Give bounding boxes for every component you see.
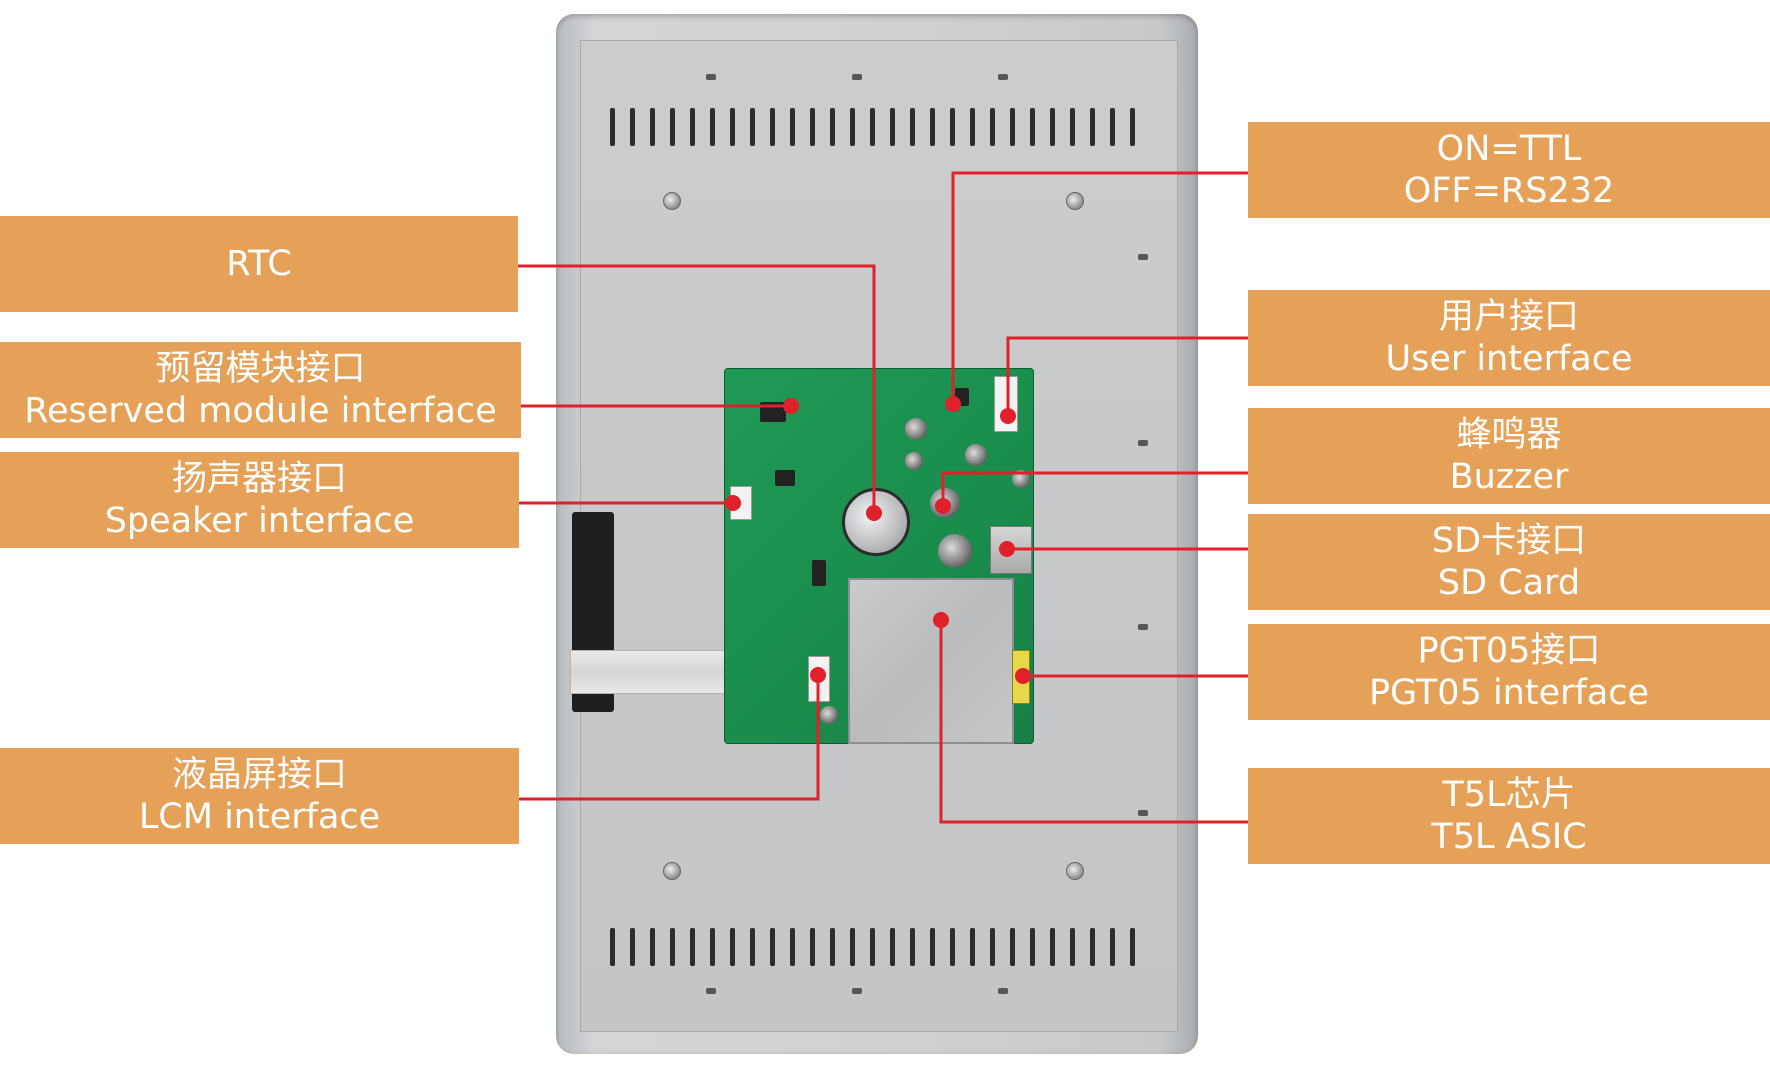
screw-icon — [1066, 192, 1084, 210]
callout-ttl-rs232-line-1: ON=TTL — [1436, 129, 1582, 169]
mount-tab — [1138, 254, 1148, 260]
capacitor — [938, 534, 972, 568]
callout-ttl-rs232-line-2: OFF=RS232 — [1403, 171, 1615, 211]
callout-lcm-line-2: LCM interface — [138, 797, 381, 837]
mount-tab — [998, 74, 1008, 80]
buzzer-component — [930, 488, 960, 518]
chip — [760, 402, 786, 422]
screw-icon — [663, 192, 681, 210]
callout-sd-card: SD卡接口 SD Card — [1248, 514, 1770, 610]
mount-tab — [852, 988, 862, 994]
mount-tab — [998, 988, 1008, 994]
callout-rtc-line-1: RTC — [226, 244, 292, 284]
callout-pgt05-line-1: PGT05接口 — [1417, 631, 1601, 671]
flex-connector-housing — [808, 656, 830, 702]
sd-card-slot — [990, 526, 1032, 574]
callout-user-interface: 用户接口 User interface — [1248, 290, 1770, 386]
callout-sd-card-line-1: SD卡接口 — [1431, 521, 1587, 561]
pgt05-connector — [1012, 650, 1030, 704]
chip — [775, 470, 795, 486]
capacitor — [1012, 470, 1030, 488]
callout-speaker-line-2: Speaker interface — [104, 501, 415, 541]
rtc-battery — [842, 488, 910, 556]
callout-speaker: 扬声器接口 Speaker interface — [0, 452, 519, 548]
mount-tab — [706, 74, 716, 80]
chip — [812, 560, 826, 586]
callout-pgt05: PGT05接口 PGT05 interface — [1248, 624, 1770, 720]
callout-buzzer-line-1: 蜂鸣器 — [1456, 415, 1562, 455]
callout-rtc: RTC — [0, 216, 518, 312]
screw-icon — [1066, 862, 1084, 880]
capacitor — [820, 706, 838, 724]
callout-user-interface-line-2: User interface — [1385, 339, 1633, 379]
mount-tab — [706, 988, 716, 994]
mount-tab — [852, 74, 862, 80]
callout-user-interface-line-1: 用户接口 — [1438, 297, 1579, 337]
callout-reserved-module-line-2: Reserved module interface — [24, 391, 497, 431]
callout-sd-card-line-2: SD Card — [1437, 563, 1581, 603]
callout-buzzer-line-2: Buzzer — [1449, 457, 1569, 497]
callout-t5l-line-2: T5L ASIC — [1431, 817, 1587, 857]
chip — [955, 388, 969, 406]
screw-icon — [663, 862, 681, 880]
t5l-shield — [848, 578, 1014, 744]
callout-lcm-line-1: 液晶屏接口 — [171, 755, 347, 795]
speaker-connector — [730, 486, 752, 520]
capacitor — [965, 444, 987, 466]
callout-reserved-module: 预留模块接口 Reserved module interface — [0, 342, 521, 438]
callout-pgt05-line-2: PGT05 interface — [1368, 673, 1650, 713]
callout-ttl-rs232: ON=TTL OFF=RS232 — [1248, 122, 1770, 218]
capacitor — [905, 452, 923, 470]
capacitor — [905, 418, 927, 440]
callout-buzzer: 蜂鸣器 Buzzer — [1248, 408, 1770, 504]
mount-tab — [1138, 440, 1148, 446]
callout-lcm: 液晶屏接口 LCM interface — [0, 748, 519, 844]
mount-tab — [1138, 624, 1148, 630]
callout-reserved-module-line-1: 预留模块接口 — [155, 349, 366, 389]
callout-t5l-line-1: T5L芯片 — [1442, 775, 1576, 815]
callout-t5l: T5L芯片 T5L ASIC — [1248, 768, 1770, 864]
callout-speaker-line-1: 扬声器接口 — [171, 459, 347, 499]
mount-tab — [1138, 810, 1148, 816]
user-interface-connector — [994, 376, 1018, 432]
